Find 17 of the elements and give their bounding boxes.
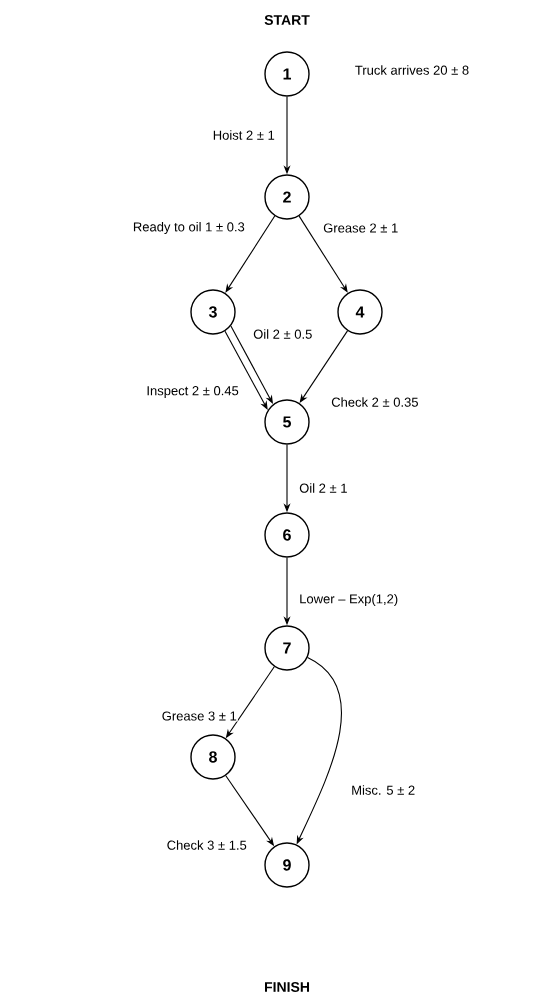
edge-label: Grease 3 ± 1 [160,710,238,722]
terminal-label: FINISH [265,982,309,992]
edge-label: Lower – Exp(1,2) [298,592,400,608]
edge-label: Ready to oil 1 ± 0.3 [131,220,246,236]
edge-label: Inspect 2 ± 0.45 [145,385,240,399]
edge-label: Hoist 2 ± 1 [211,129,276,141]
arrow [225,215,276,293]
arrival-note: Truck arrives 20 ± 8 [355,65,469,75]
edge-label: Check 3 ± 1.5 [165,839,248,851]
arrow [224,330,268,410]
edge-label: Oil 2 ± 1 [298,482,349,494]
arrow [298,215,348,293]
edge-label: Grease 2 ± 1 [322,222,400,234]
edge-label: Check 2 ± 0.35 [330,396,420,408]
edge-label: Oil 2 ± 0.5 [252,328,314,340]
terminal-label: START [264,15,310,25]
edge-label: Misc. 5 ± 2 [350,784,417,796]
